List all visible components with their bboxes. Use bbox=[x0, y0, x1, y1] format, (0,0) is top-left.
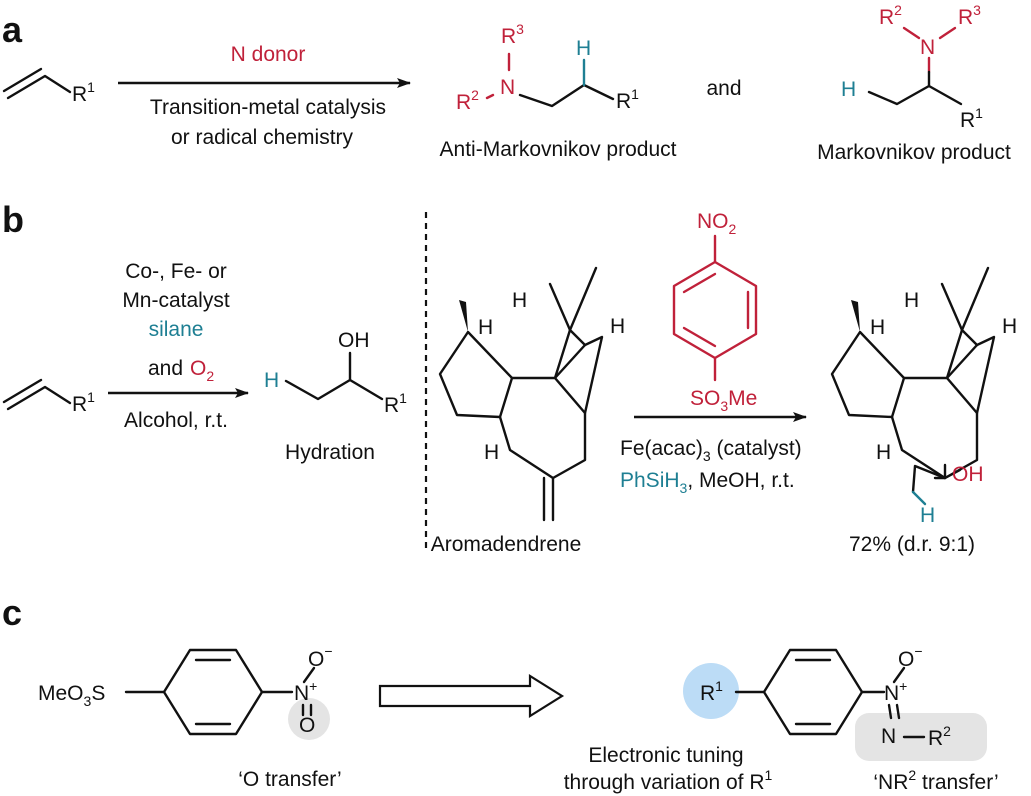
nitro-reagent-structure: NO2 SO3Me bbox=[672, 210, 757, 414]
panel-label-c: c bbox=[2, 592, 22, 633]
svg-text:H: H bbox=[904, 289, 919, 312]
svg-text:N+: N+ bbox=[884, 678, 907, 705]
open-double-arrow-icon bbox=[378, 674, 565, 718]
svg-text:through variation of R1: through variation of R1 bbox=[564, 767, 773, 794]
panel-b: b R1 Co-, Fe- or Mn-catalyst silane and … bbox=[2, 199, 1017, 556]
svg-text:R1: R1 bbox=[384, 390, 407, 417]
aromadendrene-structure: H H H H bbox=[438, 266, 625, 522]
alkene-substrate-b: R1 bbox=[2, 378, 95, 416]
o-transfer-highlight bbox=[288, 698, 330, 740]
svg-text:OH: OH bbox=[952, 463, 984, 486]
o-transfer-label: ‘O transfer’ bbox=[238, 768, 341, 791]
nitroarene-nr-transfer-structure: R1 N+ O− N R2 bbox=[683, 643, 987, 761]
svg-text:H: H bbox=[841, 78, 856, 101]
n-donor-label: N donor bbox=[231, 43, 306, 66]
svg-text:SO3Me: SO3Me bbox=[690, 387, 757, 414]
condition-line-2: or radical chemistry bbox=[171, 126, 354, 149]
svg-text:H: H bbox=[876, 441, 891, 464]
svg-text:OH: OH bbox=[338, 329, 370, 352]
condition-co-fe: Co-, Fe- or bbox=[125, 260, 227, 283]
svg-text:N: N bbox=[881, 725, 896, 748]
svg-text:R1: R1 bbox=[72, 389, 95, 416]
hydration-structure: H OH R1 bbox=[264, 329, 407, 417]
svg-text:H: H bbox=[870, 316, 885, 339]
markovnikov-structure: R2 R3 N H R1 bbox=[841, 2, 983, 132]
condition-alcohol: Alcohol, r.t. bbox=[124, 409, 228, 432]
condition-mn-catalyst: Mn-catalyst bbox=[122, 289, 230, 312]
svg-text:PhSiH3, MeOH, r.t.: PhSiH3, MeOH, r.t. bbox=[620, 469, 795, 496]
nitroarene-o-transfer-structure: MeO3S N+ O− O bbox=[38, 643, 333, 740]
svg-text:R3: R3 bbox=[501, 21, 524, 48]
panel-c: c MeO3S N+ O− O ‘O transfer’ R1 bbox=[2, 592, 999, 794]
panel-label-a: a bbox=[2, 9, 23, 50]
svg-text:H: H bbox=[576, 37, 591, 60]
markovnikov-label: Markovnikov product bbox=[817, 141, 1011, 164]
svg-text:‘NR2 transfer’: ‘NR2 transfer’ bbox=[873, 767, 998, 794]
panel-a: a R1 N donor Transition-metal catalysis … bbox=[2, 2, 1011, 164]
svg-text:Fe(acac)3 (catalyst): Fe(acac)3 (catalyst) bbox=[620, 437, 802, 464]
connector-and: and bbox=[706, 77, 741, 100]
svg-text:H: H bbox=[484, 441, 499, 464]
panel-label-b: b bbox=[2, 199, 24, 240]
alkene-substrate-a: R1 bbox=[2, 67, 95, 106]
svg-text:H: H bbox=[264, 369, 279, 392]
condition-line-1: Transition-metal catalysis bbox=[150, 96, 386, 119]
hydration-label: Hydration bbox=[285, 441, 375, 464]
aromadendrene-label: Aromadendrene bbox=[431, 533, 582, 556]
svg-text:H: H bbox=[920, 504, 935, 527]
svg-text:H: H bbox=[478, 316, 493, 339]
electronic-tuning-line-1: Electronic tuning bbox=[588, 744, 743, 767]
svg-text:H: H bbox=[610, 315, 625, 338]
svg-text:R3: R3 bbox=[958, 2, 981, 29]
svg-text:NO2: NO2 bbox=[697, 210, 737, 237]
svg-text:R2: R2 bbox=[456, 87, 479, 114]
svg-text:R1: R1 bbox=[616, 86, 639, 113]
yield-label: 72% (d.r. 9:1) bbox=[849, 533, 975, 556]
anti-markovnikov-label: Anti-Markovnikov product bbox=[440, 138, 677, 161]
svg-text:N: N bbox=[500, 76, 515, 99]
anti-markovnikov-structure: R3 N R2 H R1 bbox=[456, 21, 639, 114]
svg-text:N: N bbox=[920, 36, 935, 59]
svg-text:O−: O− bbox=[308, 643, 333, 671]
svg-text:O: O bbox=[299, 714, 315, 737]
svg-text:H: H bbox=[1002, 315, 1017, 338]
condition-silane: silane bbox=[149, 318, 204, 341]
svg-text:R1: R1 bbox=[960, 105, 983, 132]
svg-text:R1: R1 bbox=[72, 79, 95, 106]
svg-text:O−: O− bbox=[898, 643, 923, 671]
svg-text:O2: O2 bbox=[190, 357, 214, 384]
condition-and: and bbox=[148, 357, 183, 380]
svg-text:MeO3S: MeO3S bbox=[38, 682, 105, 709]
r1-highlight bbox=[683, 663, 739, 719]
svg-text:H: H bbox=[512, 289, 527, 312]
hydrated-product-structure: H OH H H H H bbox=[830, 266, 1017, 527]
svg-text:R2: R2 bbox=[879, 2, 902, 29]
